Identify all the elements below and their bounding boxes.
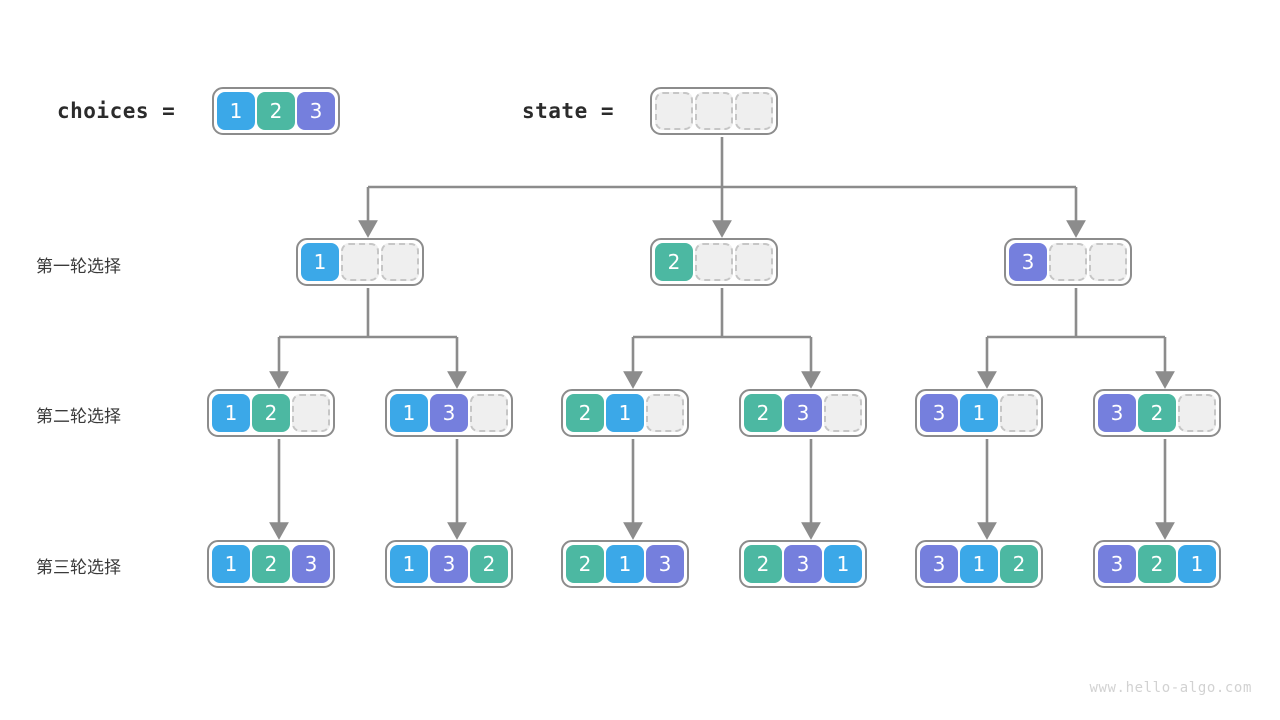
level3-node-6-cell-1: 3 [1098, 545, 1136, 583]
level2-node-3-cell-2: 1 [606, 394, 644, 432]
level3-node-1-cell-3: 3 [292, 545, 330, 583]
level2-node-1-cell-2: 2 [252, 394, 290, 432]
choices-array-cell-2: 2 [257, 92, 295, 130]
level3-node-4-cell-1: 2 [744, 545, 782, 583]
level2-node-1-cell-3 [292, 394, 330, 432]
row-label-round-3: 第三轮选择 [36, 558, 121, 578]
level1-node-2-cell-1: 2 [655, 243, 693, 281]
level1-node-2-cell-2 [695, 243, 733, 281]
level3-node-6-cell-3: 1 [1178, 545, 1216, 583]
level2-node-5-cell-2: 1 [960, 394, 998, 432]
level2-node-5-cell-1: 3 [920, 394, 958, 432]
level3-node-4-cell-2: 3 [784, 545, 822, 583]
level3-node-5-cell-1: 3 [920, 545, 958, 583]
state-array-cell-2 [695, 92, 733, 130]
level2-node-4-cell-2: 3 [784, 394, 822, 432]
state-array [650, 87, 778, 135]
level1-node-1: 1 [296, 238, 424, 286]
level2-node-4-cell-3 [824, 394, 862, 432]
level1-node-3-cell-3 [1089, 243, 1127, 281]
choices-array-cell-3: 3 [297, 92, 335, 130]
level1-node-2-cell-3 [735, 243, 773, 281]
level2-node-6-cell-1: 3 [1098, 394, 1136, 432]
level2-node-1-cell-1: 1 [212, 394, 250, 432]
level1-node-3: 3 [1004, 238, 1132, 286]
level2-node-2-cell-1: 1 [390, 394, 428, 432]
level1-node-1-cell-2 [341, 243, 379, 281]
choices-array-cell-1: 1 [217, 92, 255, 130]
level2-node-4-cell-1: 2 [744, 394, 782, 432]
level3-node-4-cell-3: 1 [824, 545, 862, 583]
choices-label: choices = [57, 99, 176, 123]
level3-node-3-cell-3: 3 [646, 545, 684, 583]
level2-node-3-cell-3 [646, 394, 684, 432]
watermark: www.hello-algo.com [1089, 680, 1252, 696]
row-label-round-1: 第一轮选择 [36, 257, 121, 277]
level2-node-6-cell-2: 2 [1138, 394, 1176, 432]
level1-node-1-cell-1: 1 [301, 243, 339, 281]
level2-node-2-cell-2: 3 [430, 394, 468, 432]
state-array-cell-3 [735, 92, 773, 130]
level2-node-3-cell-1: 2 [566, 394, 604, 432]
state-array-cell-1 [655, 92, 693, 130]
level3-node-5-cell-3: 2 [1000, 545, 1038, 583]
level3-node-5-cell-2: 1 [960, 545, 998, 583]
level1-node-2: 2 [650, 238, 778, 286]
level3-node-6-cell-2: 2 [1138, 545, 1176, 583]
level1-node-3-cell-2 [1049, 243, 1087, 281]
state-label: state = [522, 99, 615, 123]
level1-node-3-cell-1: 3 [1009, 243, 1047, 281]
level3-node-1-cell-2: 2 [252, 545, 290, 583]
level3-node-2-cell-1: 1 [390, 545, 428, 583]
level2-node-2-cell-3 [470, 394, 508, 432]
level3-node-3-cell-2: 1 [606, 545, 644, 583]
level2-node-6-cell-3 [1178, 394, 1216, 432]
level3-node-3-cell-1: 2 [566, 545, 604, 583]
level1-node-1-cell-3 [381, 243, 419, 281]
level3-node-1-cell-1: 1 [212, 545, 250, 583]
row-label-round-2: 第二轮选择 [36, 407, 121, 427]
level3-node-2-cell-2: 3 [430, 545, 468, 583]
level3-node-2-cell-3: 2 [470, 545, 508, 583]
level2-node-5-cell-3 [1000, 394, 1038, 432]
